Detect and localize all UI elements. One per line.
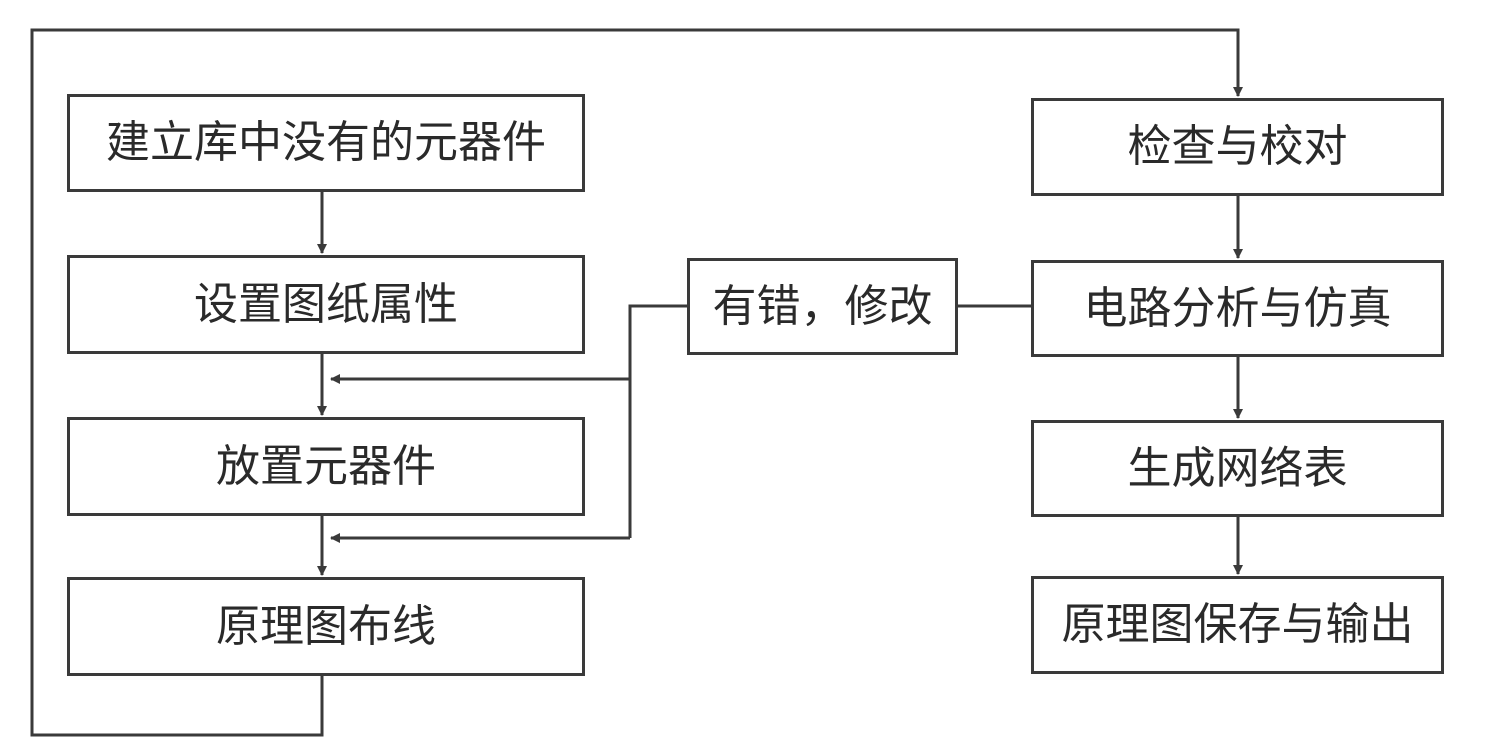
node-label: 原理图保存与输出 xyxy=(1061,599,1414,650)
node-label: 建立库中没有的元器件 xyxy=(106,117,546,168)
node-label: 放置元器件 xyxy=(216,440,436,492)
node-analysis-simulation: 电路分析与仿真 xyxy=(1031,260,1444,357)
arrow-wiring-to-check xyxy=(30,28,1243,737)
node-wiring: 原理图布线 xyxy=(67,577,585,676)
node-check: 检查与校对 xyxy=(1031,98,1444,196)
node-sheet-properties: 设置图纸属性 xyxy=(67,255,585,354)
node-label: 电路分析与仿真 xyxy=(1083,282,1392,334)
node-create-components: 建立库中没有的元器件 xyxy=(67,94,585,192)
node-netlist: 生成网络表 xyxy=(1031,420,1444,517)
node-label: 检查与校对 xyxy=(1127,121,1348,172)
node-error-fix: 有错，修改 xyxy=(687,258,958,355)
connector-error-feedback xyxy=(628,304,687,538)
node-label: 有错，修改 xyxy=(712,280,933,332)
node-save-output: 原理图保存与输出 xyxy=(1031,576,1444,674)
node-place-components: 放置元器件 xyxy=(67,417,585,516)
node-label: 原理图布线 xyxy=(216,600,436,652)
node-label: 生成网络表 xyxy=(1127,442,1348,494)
node-label: 设置图纸属性 xyxy=(194,278,458,330)
